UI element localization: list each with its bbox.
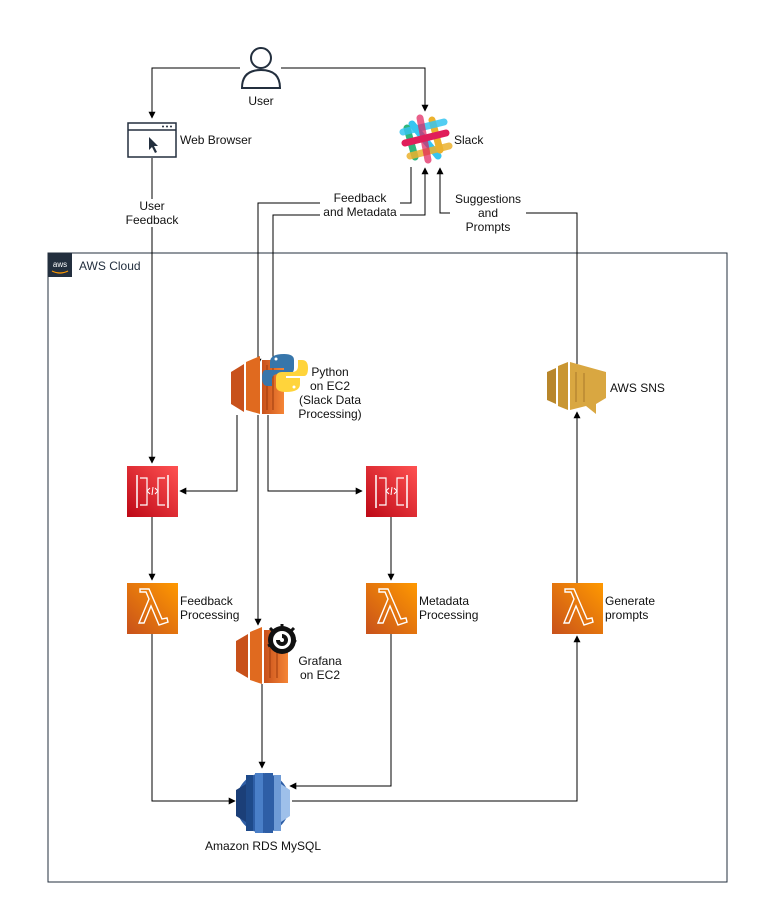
python-ec2-label: Python on EC2 (Slack Data Processing) <box>298 365 362 421</box>
aws-sns-label: AWS SNS <box>610 381 665 395</box>
rds-mysql-icon <box>236 773 290 833</box>
aws-cloud-title: AWS Cloud <box>79 259 141 273</box>
lambda-metadata-icon <box>366 583 417 634</box>
grafana-ec2-label: Grafana on EC2 <box>298 654 342 682</box>
user-feedback-edge-label: User Feedback <box>120 199 184 227</box>
metadata-processing-label: Metadata Processing <box>419 594 479 622</box>
web-browser-icon <box>127 122 177 158</box>
edge-python-apigw-right <box>267 415 363 495</box>
connectors <box>148 67 581 805</box>
edge-python-apigw-left <box>179 415 238 495</box>
rds-label: Amazon RDS MySQL <box>204 839 322 853</box>
user-label: User <box>248 94 274 108</box>
aws-badge-text: aws <box>53 260 67 269</box>
feedback-metadata-edge-label: Feedback and Metadata <box>320 191 400 219</box>
grafana-logo-icon <box>267 624 297 654</box>
api-gateway-right-icon <box>366 466 417 517</box>
lambda-feedback-icon <box>127 583 178 634</box>
aws-sns-icon <box>547 362 606 414</box>
slack-icon <box>399 114 453 164</box>
edge-user-slack <box>281 67 429 112</box>
edge-feedback-rds <box>151 634 236 805</box>
user-icon <box>240 47 282 89</box>
web-browser-label: Web Browser <box>180 133 252 147</box>
generate-prompts-label: Generate prompts <box>605 594 656 622</box>
suggestions-prompts-edge-label: Suggestions and Prompts <box>450 192 526 234</box>
slack-label: Slack <box>454 133 484 147</box>
edge-rds-generate <box>292 635 581 802</box>
edge-metadata-rds <box>289 634 392 790</box>
feedback-processing-label: Feedback Processing <box>180 594 240 622</box>
edge-user-browser <box>148 67 240 119</box>
lambda-generate-prompts-icon <box>552 583 603 634</box>
api-gateway-left-icon <box>127 466 178 517</box>
python-logo-icon <box>262 354 308 392</box>
aws-cloud-group: aws <box>47 252 728 883</box>
